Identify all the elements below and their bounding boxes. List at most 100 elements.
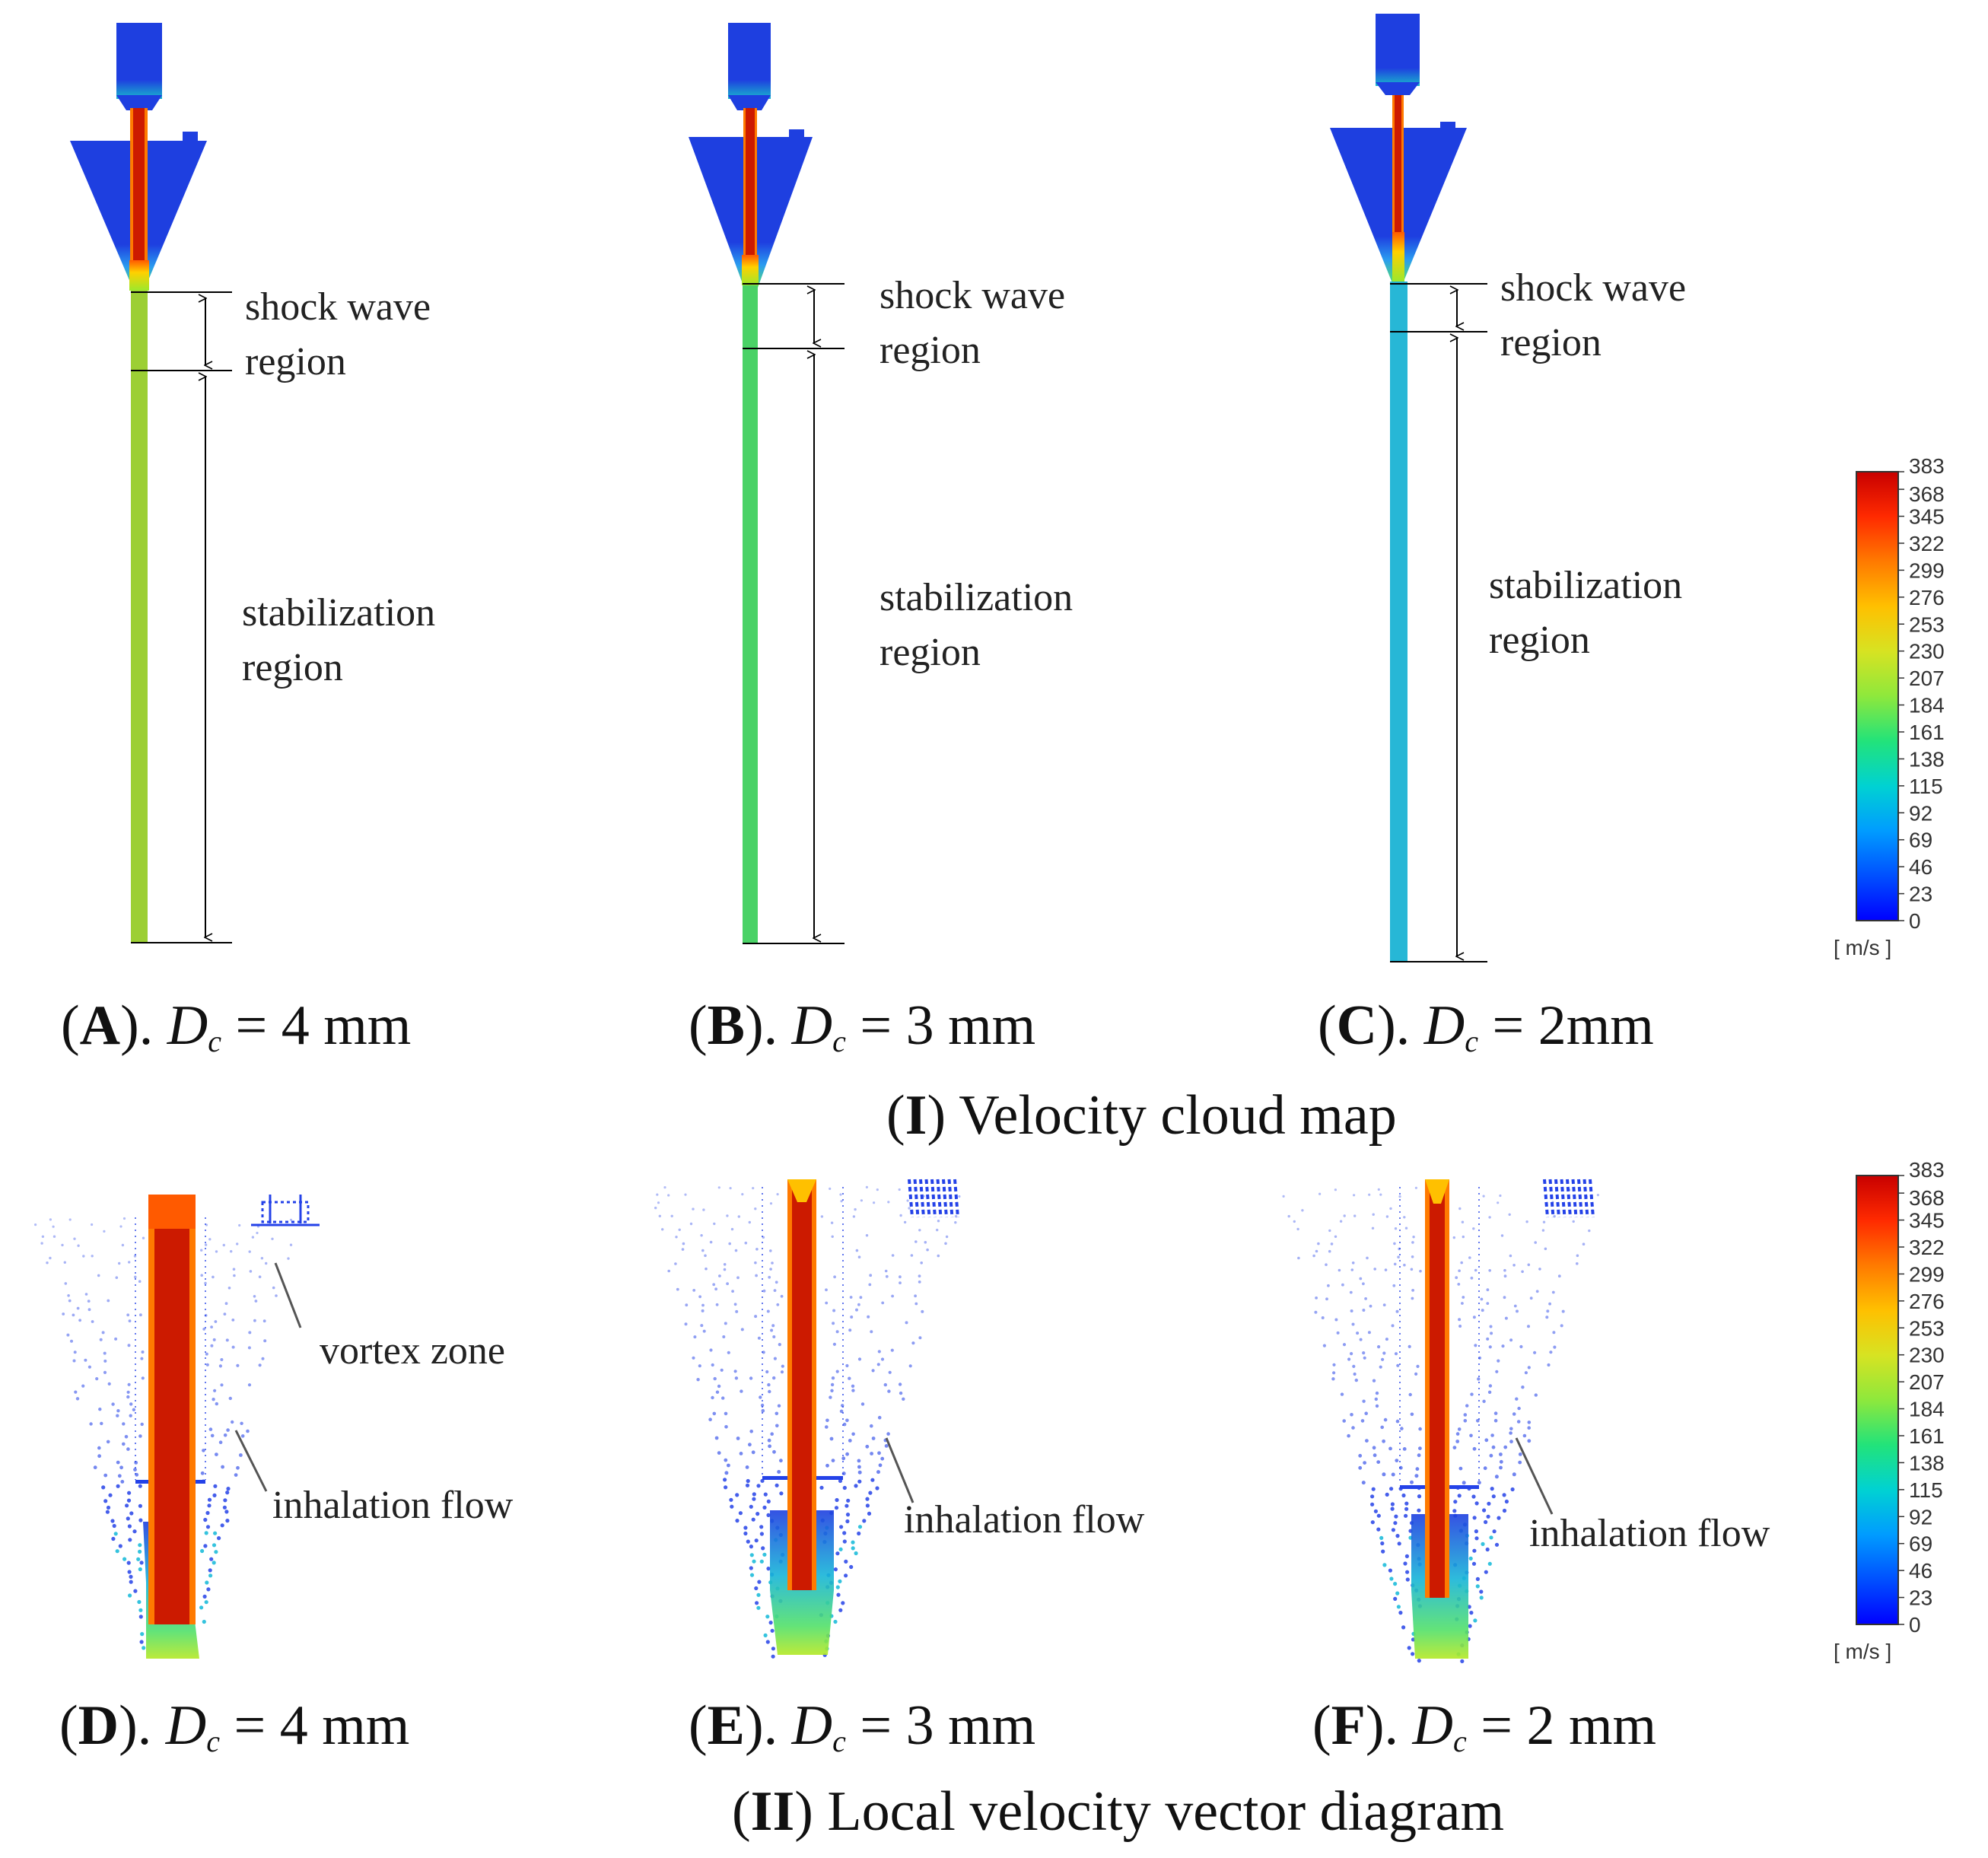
vector-dot	[701, 1303, 705, 1307]
vector-dot	[1318, 1192, 1322, 1195]
colorbar-tick-label: 69	[1909, 829, 1932, 852]
vector-dot	[698, 1364, 701, 1368]
vector-dot	[138, 1484, 142, 1488]
vector-dot	[682, 1242, 685, 1246]
vector-dot	[254, 1300, 258, 1303]
inlet-streak	[942, 1179, 948, 1218]
inlet-streak	[924, 1179, 931, 1218]
vector-dot	[712, 1411, 717, 1416]
vector-dot	[202, 1594, 207, 1599]
vector-dot	[715, 1303, 719, 1306]
vector-dot	[224, 1302, 228, 1306]
vector-dot	[68, 1299, 72, 1303]
vector-dot	[208, 1238, 212, 1241]
section-title-velocity-cloud-map: (I) Velocity cloud map	[886, 1084, 1397, 1147]
vector-dot	[693, 1335, 697, 1339]
panel-c-cloud-map: shock wave region stabilization region	[1330, 14, 1686, 962]
vector-dot	[891, 1294, 894, 1298]
mixing-tube	[1390, 282, 1408, 962]
vector-dot	[1334, 1235, 1338, 1239]
vector-dot	[217, 1536, 221, 1541]
vector-dot	[1351, 1322, 1355, 1326]
vector-dot	[736, 1436, 740, 1440]
vector-dot	[265, 1261, 268, 1265]
caption-letter: C	[1337, 994, 1377, 1057]
vector-dot	[1487, 1390, 1492, 1395]
colorbar-scale	[1856, 1175, 1899, 1625]
colorbar-tick-label: 368	[1909, 1186, 1945, 1210]
inlet-streak	[1566, 1179, 1572, 1218]
colorbar-tick-label: 322	[1909, 1236, 1945, 1259]
vector-dot	[724, 1322, 727, 1325]
vector-dot	[97, 1446, 101, 1450]
vector-dot	[765, 1640, 770, 1644]
vector-dot	[914, 1302, 918, 1306]
vector-dot	[249, 1270, 253, 1273]
vector-dot	[140, 1422, 144, 1427]
vector-dot	[97, 1274, 100, 1277]
jet-core	[1395, 95, 1401, 236]
vector-dot	[1487, 1561, 1492, 1566]
svg-text:(E). Dc = 3 mm: (E). Dc = 3 mm	[689, 1694, 1035, 1758]
vector-dot	[214, 1320, 218, 1323]
vector-dot	[1460, 1659, 1465, 1663]
vector-dot	[126, 1313, 130, 1317]
vector-dot	[830, 1221, 834, 1224]
vector-dot	[1499, 1465, 1503, 1470]
vector-dot	[857, 1525, 863, 1529]
vector-dot	[772, 1335, 776, 1338]
vector-dot	[97, 1454, 102, 1459]
vector-dot	[899, 1214, 902, 1217]
vector-dot	[689, 1222, 693, 1226]
vector-dot	[868, 1491, 873, 1495]
vector-dot	[101, 1331, 105, 1335]
vector-dot	[701, 1249, 705, 1252]
vector-dot	[1455, 1440, 1460, 1443]
vector-dot	[1415, 1467, 1420, 1471]
vector-dot	[127, 1524, 132, 1529]
vector-dot	[1472, 1516, 1477, 1520]
vector-dot	[755, 1274, 758, 1277]
inlet-streak	[1571, 1179, 1578, 1218]
vector-dot	[91, 1255, 94, 1258]
vector-dot	[656, 1193, 659, 1196]
caption-value: 2mm	[1538, 994, 1654, 1057]
vector-dot	[674, 1262, 677, 1265]
vector-dot	[1389, 1487, 1394, 1491]
vector-dot	[678, 1228, 681, 1232]
vector-dot	[1461, 1220, 1465, 1223]
vector-dot	[825, 1288, 828, 1292]
vector-dot	[749, 1376, 753, 1380]
vector-dot	[289, 1218, 293, 1221]
vector-dot	[748, 1220, 751, 1224]
vector-dot	[730, 1227, 734, 1231]
colorbar-tick-label: 0	[1909, 1613, 1921, 1637]
vector-dot	[138, 1615, 143, 1619]
vector-dot	[129, 1574, 133, 1579]
vector-dot	[1376, 1460, 1381, 1464]
vector-dot	[675, 1236, 678, 1239]
vector-dot	[701, 1309, 705, 1312]
vector-dot	[770, 1328, 774, 1332]
vector-dot	[1403, 1561, 1408, 1566]
vector-dot	[1509, 1431, 1512, 1435]
colorbar-bottom: 3833683453222992762532302071841611381159…	[1834, 1158, 1945, 1663]
vector-dot	[127, 1344, 131, 1347]
vector-dot	[1504, 1499, 1509, 1504]
vector-dot	[749, 1553, 754, 1557]
inlet-streak	[1577, 1179, 1583, 1218]
vector-dot	[1395, 1419, 1400, 1424]
vector-dot	[820, 1215, 824, 1218]
vector-dot	[1534, 1241, 1537, 1244]
vector-dot	[721, 1396, 725, 1400]
vector-dot	[740, 1328, 744, 1331]
caption-a: (A). Dc = 4 mm	[61, 994, 411, 1058]
vector-dot	[231, 1319, 235, 1322]
vector-dot	[1488, 1345, 1492, 1349]
vector-dot	[1373, 1453, 1377, 1458]
vector-dot	[771, 1324, 775, 1328]
vector-dot	[212, 1275, 215, 1279]
vector-dot	[1481, 1309, 1484, 1312]
vector-dot	[714, 1287, 717, 1291]
vector-dot	[1509, 1254, 1512, 1258]
